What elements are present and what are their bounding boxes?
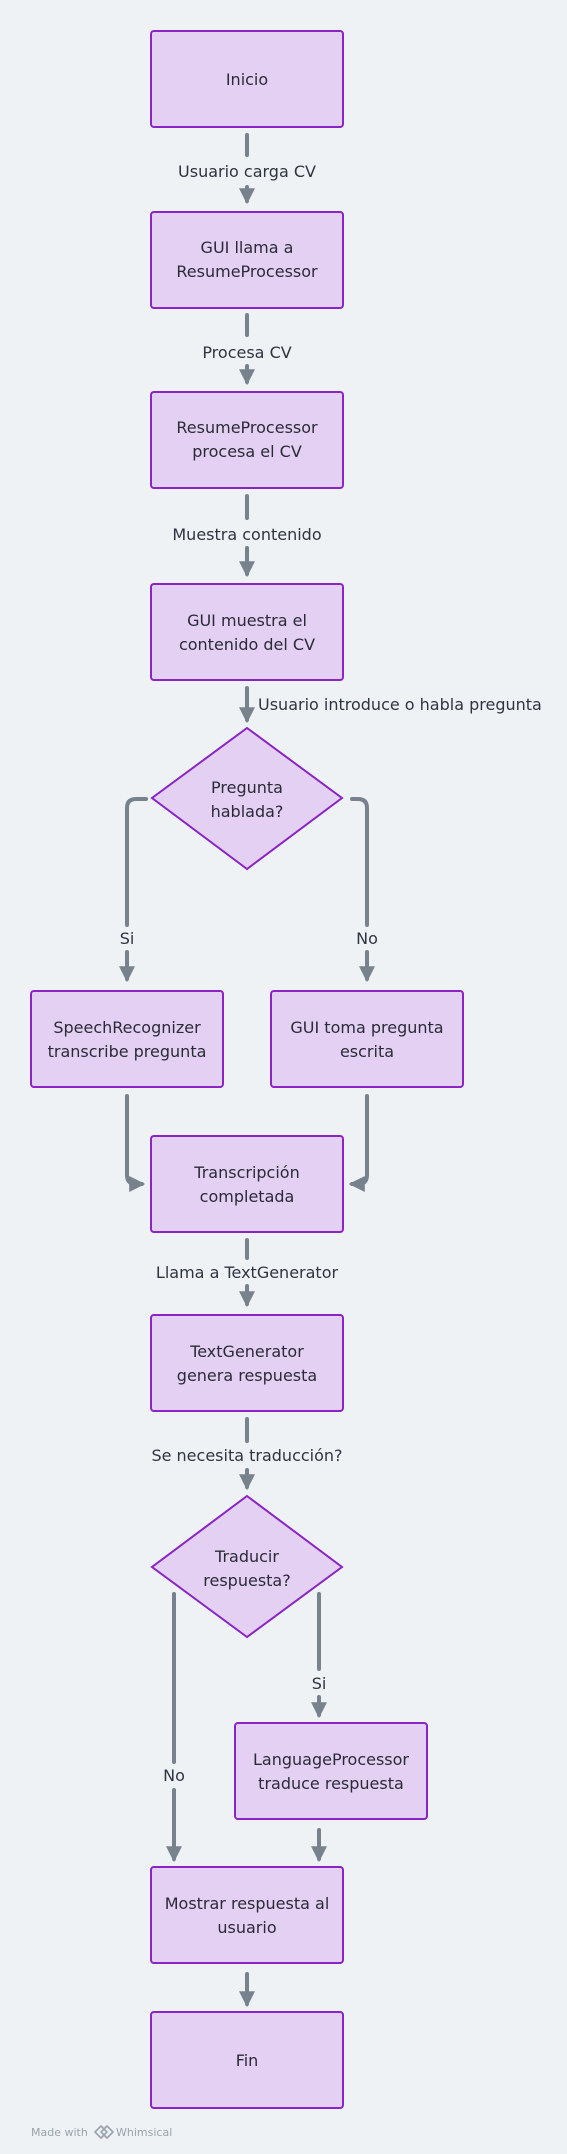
edge-label-usuario-carga: Usuario carga CV bbox=[178, 162, 316, 181]
node-traducir bbox=[150, 1494, 344, 1639]
node-gui-llama bbox=[150, 211, 344, 309]
node-gui-toma bbox=[270, 990, 464, 1088]
node-label-gui-muestra-line2: contenido del CV bbox=[179, 635, 315, 654]
node-label-language-line1: LanguageProcessor bbox=[253, 1750, 409, 1769]
node-gui-muestra bbox=[150, 583, 344, 681]
node-label-speech-line2: transcribe pregunta bbox=[48, 1042, 207, 1061]
node-label-textgen-line2: genera respuesta bbox=[177, 1366, 317, 1385]
node-label-fin: Fin bbox=[236, 2051, 259, 2070]
node-label-gui-muestra-line1: GUI muestra el bbox=[187, 611, 307, 630]
edge-label-no-1: No bbox=[356, 929, 378, 948]
node-label-mostrar-line1: Mostrar respuesta al bbox=[165, 1894, 330, 1913]
edge-label-procesa-cv: Procesa CV bbox=[202, 343, 291, 362]
made-with-label: Made with bbox=[31, 2126, 88, 2139]
node-labels: Inicio GUI llama a ResumeProcessor Resum… bbox=[48, 70, 444, 2070]
node-label-traducir-line2: respuesta? bbox=[203, 1571, 290, 1590]
edges bbox=[119, 133, 375, 2008]
node-label-gui-llama-line2: ResumeProcessor bbox=[176, 262, 318, 281]
node-label-textgen-line1: TextGenerator bbox=[189, 1342, 304, 1361]
edge-label-se-necesita: Se necesita traducción? bbox=[151, 1446, 342, 1465]
edge-label-si-1: Si bbox=[120, 929, 135, 948]
node-transcripcion bbox=[150, 1135, 344, 1233]
node-label-speech-line1: SpeechRecognizer bbox=[53, 1018, 201, 1037]
node-label-traducir-line1: Traducir bbox=[214, 1547, 279, 1566]
node-pregunta-hablada bbox=[150, 726, 344, 871]
node-fin bbox=[150, 2011, 344, 2109]
node-label-gui-llama-line1: GUI llama a bbox=[201, 238, 294, 257]
node-speech bbox=[30, 990, 224, 1088]
edge-label-muestra-contenido: Muestra contenido bbox=[172, 525, 321, 544]
whimsical-logo-icon bbox=[94, 2125, 114, 2139]
node-label-resume-line2: procesa el CV bbox=[192, 442, 302, 461]
node-label-mostrar-line2: usuario bbox=[217, 1918, 276, 1937]
edge-label-usuario-introduce: Usuario introduce o habla pregunta bbox=[258, 695, 542, 714]
node-textgen bbox=[150, 1314, 344, 1412]
nodes bbox=[30, 30, 464, 2109]
node-label-pregunta-line1: Pregunta bbox=[211, 778, 283, 797]
whimsical-brand: Whimsical bbox=[116, 2126, 172, 2139]
made-with-footer[interactable]: Made with Whimsical bbox=[31, 2125, 172, 2139]
node-label-gui-toma-line1: GUI toma pregunta bbox=[290, 1018, 443, 1037]
node-label-inicio: Inicio bbox=[226, 70, 268, 89]
edge-label-si-2: Si bbox=[312, 1674, 327, 1693]
node-inicio bbox=[150, 30, 344, 128]
node-language bbox=[234, 1722, 428, 1820]
node-label-pregunta-line2: hablada? bbox=[211, 802, 284, 821]
node-label-gui-toma-line2: escrita bbox=[340, 1042, 394, 1061]
node-label-transcripcion-line2: completada bbox=[200, 1187, 295, 1206]
edge-decision-to-no bbox=[350, 797, 369, 927]
node-mostrar bbox=[150, 1866, 344, 1964]
edge-label-no-2: No bbox=[163, 1766, 185, 1785]
edge-speech-to-transcripcion bbox=[125, 1094, 146, 1192]
edge-label-llama-textgen: Llama a TextGenerator bbox=[156, 1263, 339, 1282]
node-label-transcripcion-line1: Transcripción bbox=[193, 1163, 299, 1182]
edge-gui-toma-to-transcripcion bbox=[348, 1094, 369, 1192]
node-label-resume-line1: ResumeProcessor bbox=[176, 418, 318, 437]
edge-decision-to-si bbox=[125, 797, 148, 927]
node-label-language-line2: traduce respuesta bbox=[258, 1774, 404, 1793]
edge-labels: Usuario carga CV Procesa CV Muestra cont… bbox=[120, 162, 542, 1785]
node-resume-procesa bbox=[150, 391, 344, 489]
